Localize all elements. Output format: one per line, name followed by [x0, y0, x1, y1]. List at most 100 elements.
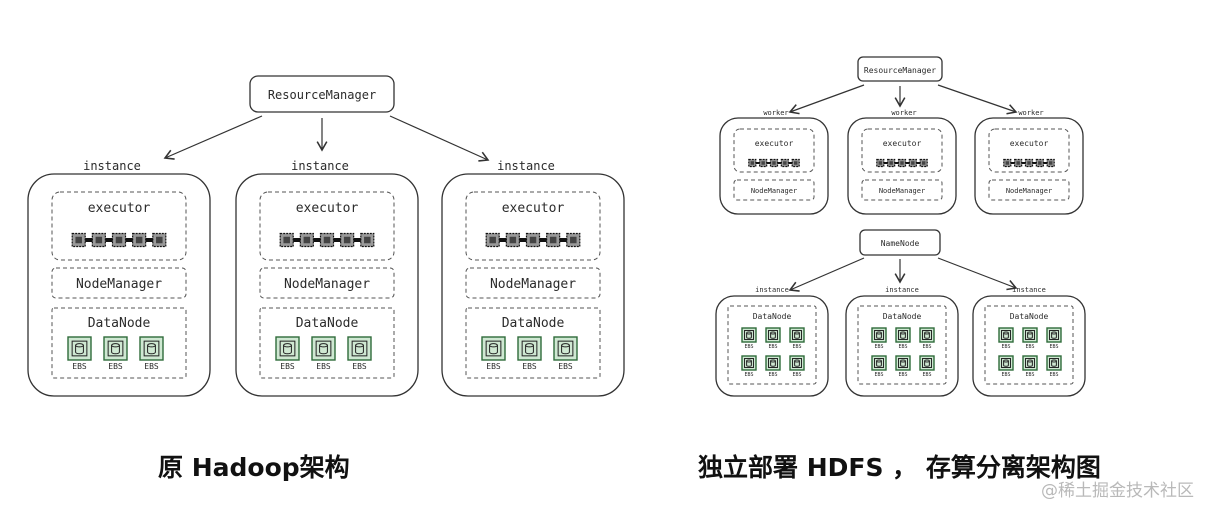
ebs-volume: EBS — [919, 355, 935, 378]
ebs-icon — [347, 336, 372, 361]
ebs-label: EBS — [144, 362, 159, 371]
ebs-label: EBS — [1025, 372, 1034, 378]
executor-chips — [71, 232, 167, 248]
ebs-icon — [741, 355, 757, 371]
disk-body — [1027, 361, 1033, 367]
chip-core — [921, 161, 926, 165]
ebs-icon — [67, 336, 92, 361]
nodemanager-label: NodeManager — [76, 277, 162, 292]
nodemanager-label: NodeManager — [284, 277, 370, 292]
rm-arrow-left — [788, 84, 865, 115]
chip-core — [889, 161, 893, 165]
ebs-inner — [1001, 330, 1011, 340]
disk-body — [794, 333, 800, 339]
nodemanager-label: NodeManager — [879, 187, 925, 195]
ebs-volume: EBS — [139, 336, 164, 371]
nn-arrow-left — [788, 257, 865, 292]
worker-label: worker — [763, 109, 788, 117]
ebs-inner — [521, 340, 538, 357]
ebs-inner — [922, 330, 932, 340]
ebs-volume: EBS — [311, 336, 336, 371]
ebs-inner — [792, 358, 802, 368]
executor-label: executor — [755, 139, 794, 148]
chip-core — [1048, 161, 1053, 165]
worker-label: worker — [1018, 109, 1043, 117]
ebs-icon — [789, 355, 805, 371]
ebs-label: EBS — [768, 344, 777, 350]
ebs-icon — [103, 336, 128, 361]
datanode-label: DataNode — [753, 312, 792, 321]
ebs-label: EBS — [352, 362, 367, 371]
disk-body — [924, 333, 930, 339]
disk-body — [355, 345, 364, 355]
nodemanager-box — [733, 179, 815, 201]
executor-chips — [748, 158, 800, 168]
executor-box — [733, 128, 815, 173]
ebs-icon — [275, 336, 300, 361]
ebs-inner — [1025, 330, 1035, 340]
chip-core — [911, 161, 915, 165]
disk-body — [770, 333, 776, 339]
rm-arrow-left — [163, 115, 263, 160]
disk-body — [924, 361, 930, 367]
disk-body — [1027, 333, 1033, 339]
ebs-icon — [517, 336, 542, 361]
ebs-volume: EBS — [919, 327, 935, 350]
ebs-inner — [792, 330, 802, 340]
datanode-label: DataNode — [883, 312, 922, 321]
ebs-label: EBS — [486, 362, 501, 371]
disk-body — [794, 361, 800, 367]
chip-core — [570, 236, 577, 244]
ebs-inner — [1025, 358, 1035, 368]
disk-body — [746, 333, 752, 339]
rm-arrow-right — [937, 84, 1018, 115]
worker-box — [719, 117, 829, 215]
ebs-icon — [895, 355, 911, 371]
ebs-label: EBS — [72, 362, 87, 371]
resource-manager-label: ResourceManager — [268, 88, 376, 102]
ebs-label: EBS — [792, 372, 801, 378]
ebs-volume: EBS — [275, 336, 300, 371]
ebs-label: EBS — [874, 372, 883, 378]
disk-body — [489, 345, 498, 355]
disk-body — [900, 361, 906, 367]
disk-body — [1003, 361, 1009, 367]
datanode-label: DataNode — [88, 316, 151, 331]
ebs-label: EBS — [768, 372, 777, 378]
datanode-label: DataNode — [502, 316, 565, 331]
datanode-box — [857, 305, 947, 385]
worker-box — [847, 117, 957, 215]
ebs-volume: EBS — [481, 336, 506, 371]
nodemanager-box — [465, 267, 601, 299]
ebs-icon — [1046, 355, 1062, 371]
ebs-inner — [485, 340, 502, 357]
chip-core — [750, 161, 755, 165]
disk-body — [283, 345, 292, 355]
executor-chips — [279, 232, 375, 248]
instance-box — [441, 173, 625, 397]
ebs-volume: EBS — [998, 327, 1014, 350]
ebs-icon — [765, 355, 781, 371]
ebs-label: EBS — [280, 362, 295, 371]
disk-body — [746, 361, 752, 367]
chip-core — [156, 236, 163, 244]
ebs-inner — [143, 340, 160, 357]
ebs-volume: EBS — [895, 355, 911, 378]
ebs-inner — [1001, 358, 1011, 368]
ebs-icon — [998, 327, 1014, 343]
ebs-icon — [998, 355, 1014, 371]
ebs-inner — [768, 330, 778, 340]
ebs-inner — [1049, 330, 1059, 340]
chip-core — [283, 236, 290, 244]
worker-box — [974, 117, 1084, 215]
ebs-volume: EBS — [741, 327, 757, 350]
ebs-label: EBS — [1001, 344, 1010, 350]
chip-core — [1038, 161, 1042, 165]
ebs-volume: EBS — [1022, 327, 1038, 350]
ebs-icon — [789, 327, 805, 343]
datanode-box — [727, 305, 817, 385]
disk-body — [876, 333, 882, 339]
datanode-box — [51, 307, 187, 379]
